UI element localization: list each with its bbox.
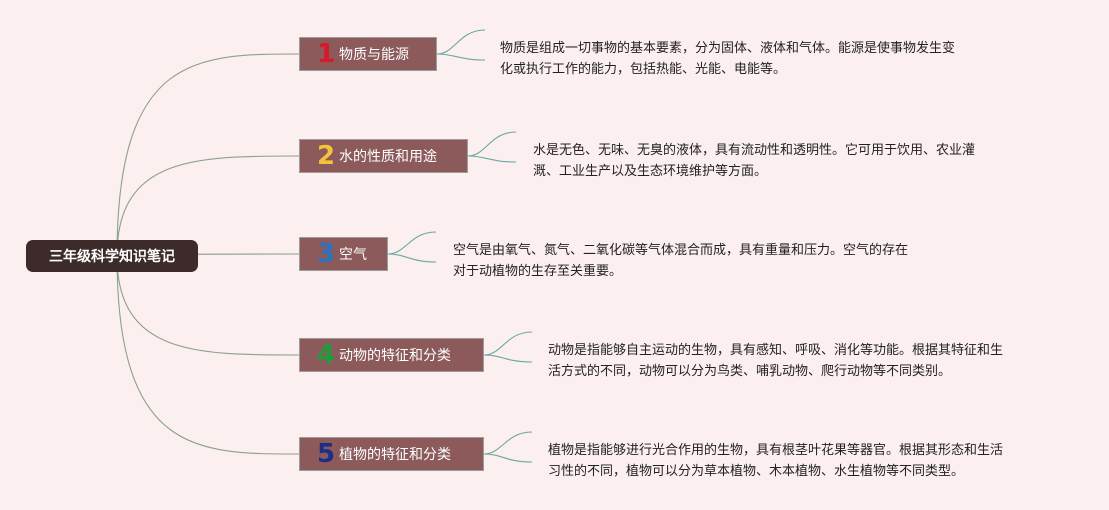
leaf-connector-2: [467, 131, 517, 163]
branch-description-4: 动物是指能够自主运动的生物，具有感知、呼吸、消化等功能。根据其特征和生活方式的不…: [548, 340, 1003, 382]
branch-label: 空气: [339, 247, 367, 263]
root-connector-5: [116, 255, 300, 455]
branch-description-2: 水是无色、无味、无臭的液体，具有流动性和透明性。它可用于饮用、农业灌溉、工业生产…: [533, 140, 975, 182]
root-topic-label: 三年级科学知识笔记: [49, 249, 175, 265]
leaf-connector-3: [387, 231, 437, 263]
branch-description-3: 空气是由氧气、氮气、二氧化碳等气体混合而成，具有重量和压力。空气的存在对于动植物…: [453, 240, 908, 282]
branch-number-icon: 3: [317, 239, 336, 269]
branch-label: 动物的特征和分类: [339, 348, 451, 364]
root-connector-1: [116, 53, 300, 257]
root-connector-4: [116, 255, 300, 356]
leaf-connector-4: [483, 331, 533, 363]
description-line: 习性的不同，植物可以分为草本植物、木本植物、水生植物等不同类型。: [548, 464, 965, 479]
description-line: 水是无色、无味、无臭的液体，具有流动性和透明性。它可用于饮用、农业灌: [533, 143, 976, 158]
branch-label: 植物的特征和分类: [339, 447, 451, 463]
root-topic[interactable]: 三年级科学知识笔记: [26, 240, 198, 272]
leaf-connector-1: [436, 29, 486, 61]
branch-description-5: 植物是指能够进行光合作用的生物，具有根茎叶花果等器官。根据其形态和生活习性的不同…: [548, 440, 1003, 482]
description-line: 溉、工业生产以及生态环境维护等方面。: [533, 164, 768, 179]
branch-number-icon: 4: [317, 340, 336, 370]
description-line: 植物是指能够进行光合作用的生物，具有根茎叶花果等器官。根据其形态和生活: [548, 443, 1004, 458]
description-line: 空气是由氧气、氮气、二氧化碳等气体混合而成，具有重量和压力。空气的存在: [453, 243, 909, 258]
description-line: 物质是组成一切事物的基本要素，分为固体、液体和气体。能源是使事物发生变: [500, 41, 956, 56]
branch-description-1: 物质是组成一切事物的基本要素，分为固体、液体和气体。能源是使事物发生变化或执行工…: [500, 38, 955, 80]
root-connector-2: [116, 155, 300, 257]
branch-label: 水的性质和用途: [339, 149, 437, 165]
branch-description-connectors: [387, 29, 533, 463]
branch-number-icon: 1: [317, 39, 336, 69]
leaf-connector-5: [483, 431, 533, 463]
description-line: 活方式的不同，动物可以分为鸟类、哺乳动物、爬行动物等不同类别。: [548, 364, 952, 379]
branch-number-icon: 2: [317, 141, 336, 171]
description-line: 化或执行工作的能力，包括热能、光能、电能等。: [500, 62, 787, 77]
branch-label: 物质与能源: [339, 47, 409, 63]
description-line: 对于动植物的生存至关重要。: [453, 264, 623, 279]
description-line: 动物是指能够自主运动的生物，具有感知、呼吸、消化等功能。根据其特征和生: [548, 343, 1004, 358]
branch-number-icon: 5: [317, 439, 336, 469]
